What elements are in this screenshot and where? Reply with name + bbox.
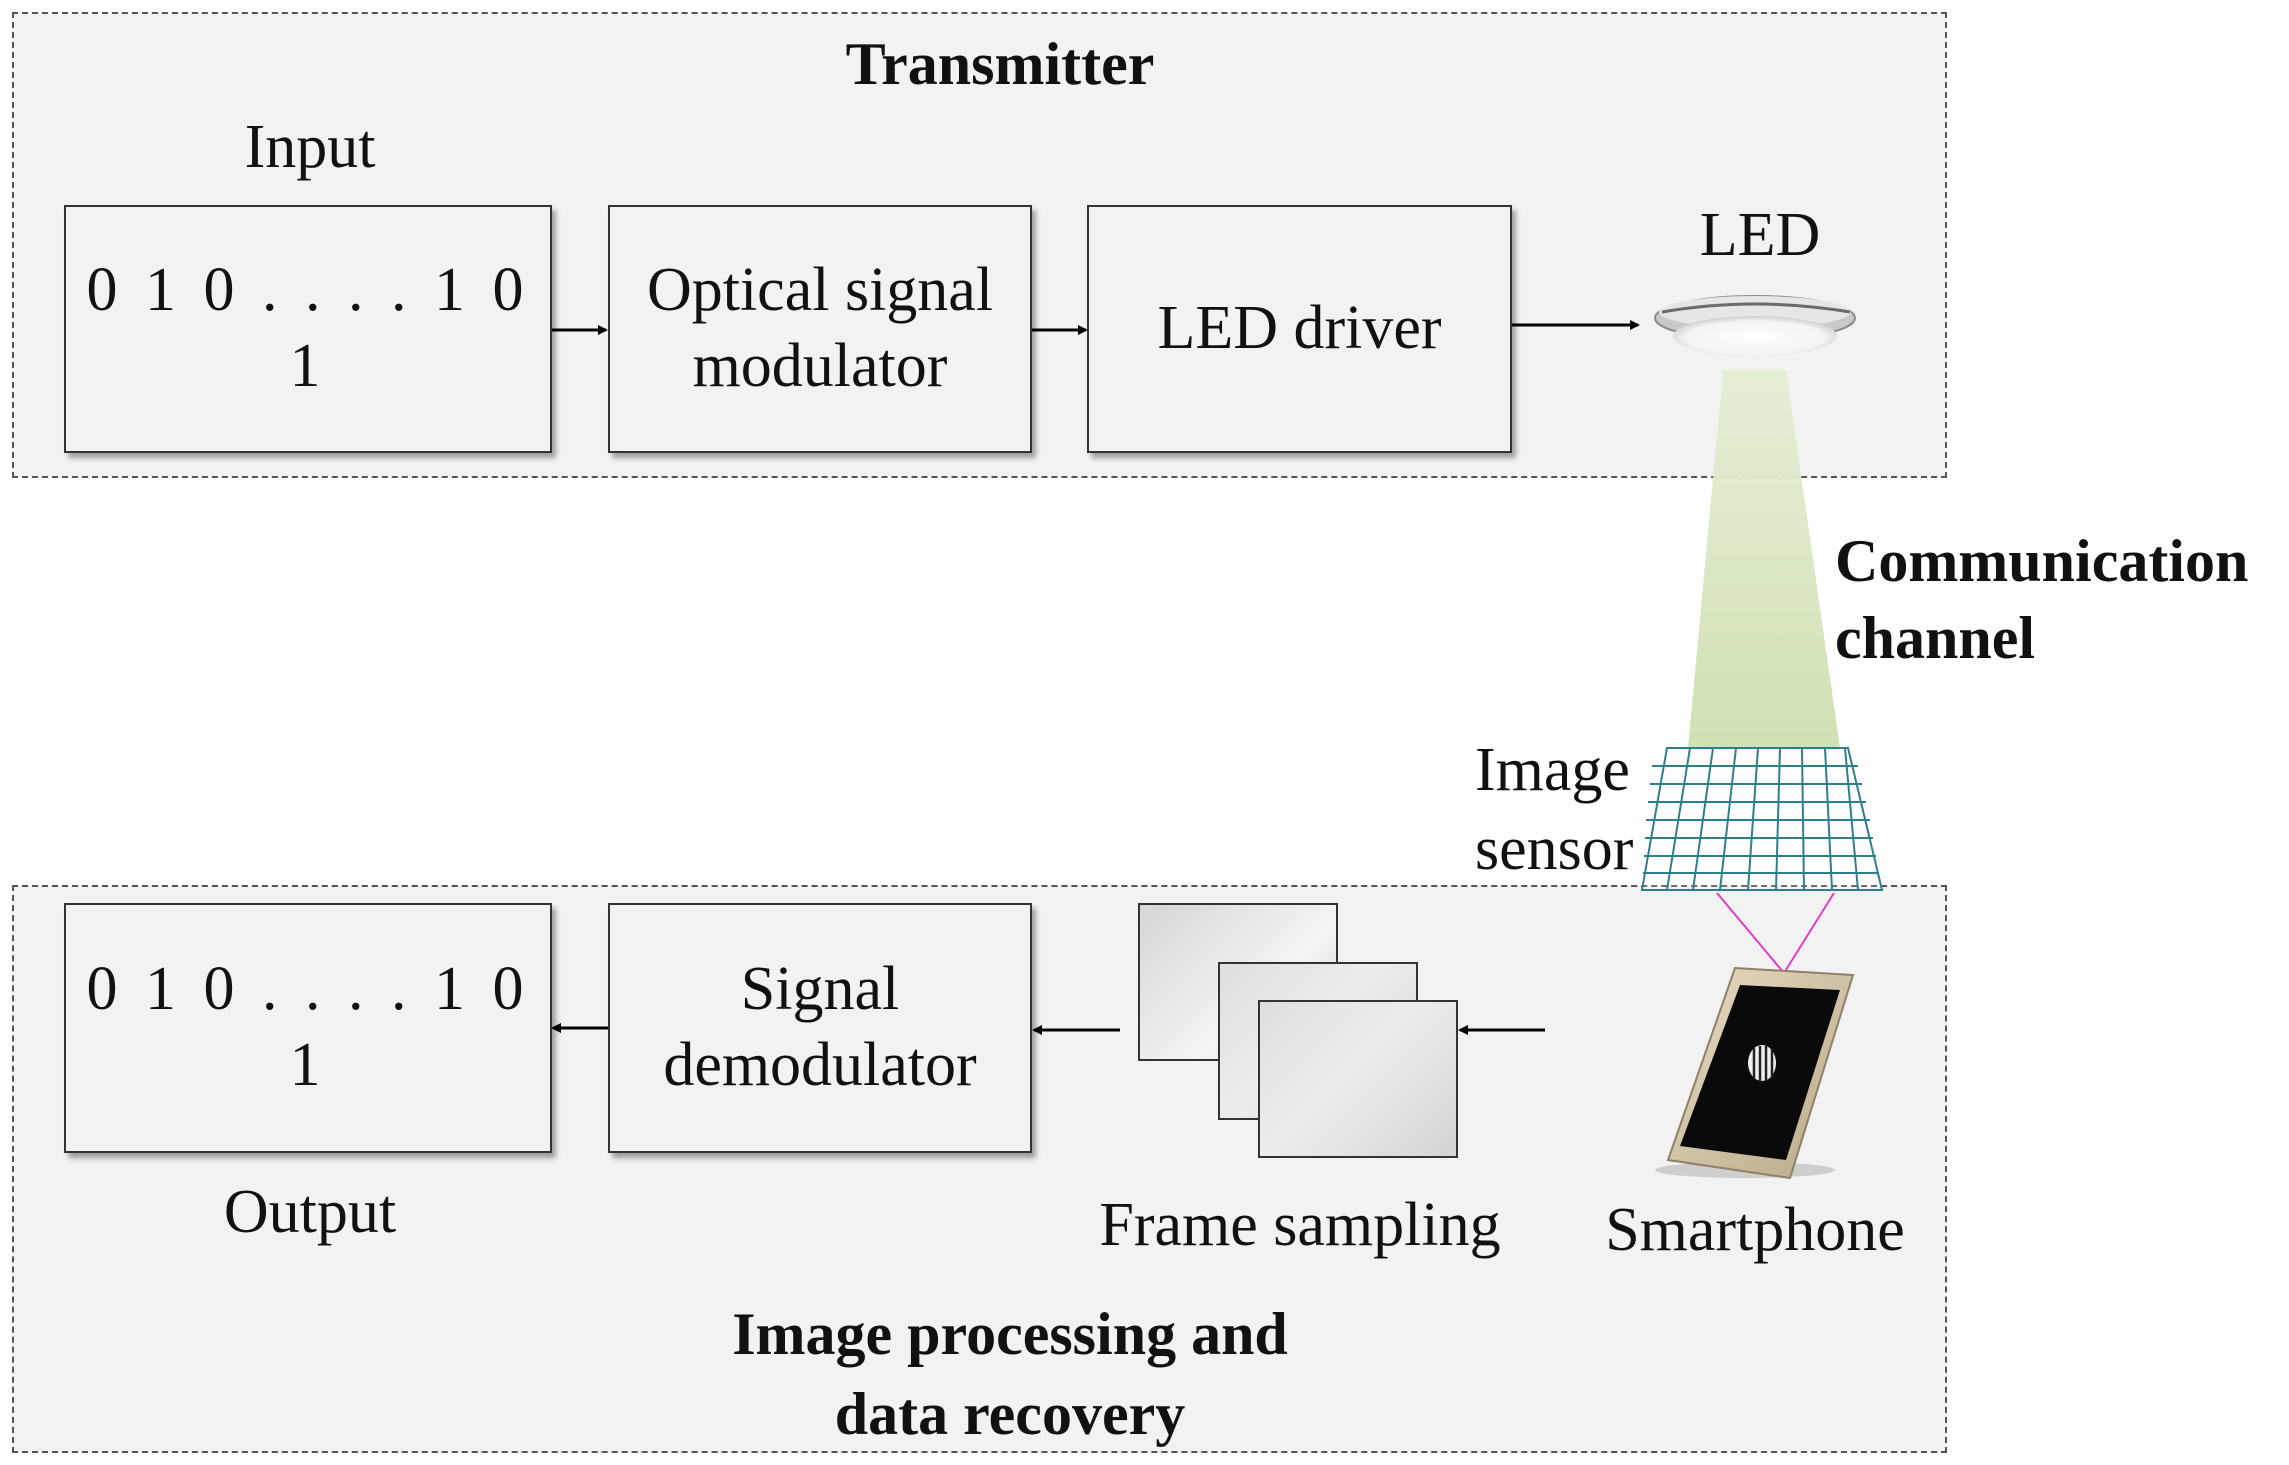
led-driver-label: LED driver xyxy=(1157,294,1442,363)
communication-channel-label-2: channel xyxy=(1835,605,2036,671)
led-label: LED xyxy=(1699,201,1821,269)
frame-sampling-label: Frame sampling xyxy=(1099,1191,1501,1259)
receiver-title-1: Image processing and xyxy=(732,1301,1288,1367)
projection-line-right xyxy=(1783,892,1835,974)
output-bits-text: 0 1 0 . . . . 1 0 1 xyxy=(86,955,530,1099)
output-bits-box: 0 1 0 . . . . 1 0 1 xyxy=(64,903,552,1153)
optical-signal-modulator-box: Optical signal modulator xyxy=(608,205,1032,453)
input-label: Input xyxy=(244,113,376,181)
receiver-title-2: data recovery xyxy=(834,1381,1186,1447)
signal-demodulator-box: Signal demodulator xyxy=(608,903,1032,1153)
frame-sample-3 xyxy=(1258,1000,1458,1158)
smartphone-icon xyxy=(1655,966,1855,1180)
smartphone-label: Smartphone xyxy=(1605,1196,1905,1264)
signal-demodulator-label-2: demodulator xyxy=(663,1031,977,1099)
image-sensor-label-1: Image xyxy=(1475,736,1630,804)
led-lamp-icon xyxy=(1654,295,1856,356)
signal-demodulator-label-1: Signal xyxy=(740,955,900,1024)
output-label: Output xyxy=(223,1178,397,1246)
transmitter-title: Transmitter xyxy=(845,31,1155,97)
projection-line-left xyxy=(1716,892,1785,974)
light-cone xyxy=(1688,370,1840,748)
communication-channel-label-1: Communication xyxy=(1835,528,2249,594)
input-bits-box: 0 1 0 . . . . 1 0 1 xyxy=(64,205,552,453)
image-sensor-grid-icon xyxy=(1640,747,1884,891)
optical-signal-modulator-label: Optical signal modulator xyxy=(646,256,994,400)
input-bits-text: 0 1 0 . . . . 1 0 1 xyxy=(86,256,530,400)
image-sensor-label-2: sensor xyxy=(1475,815,1634,883)
led-driver-box: LED driver xyxy=(1087,205,1512,453)
